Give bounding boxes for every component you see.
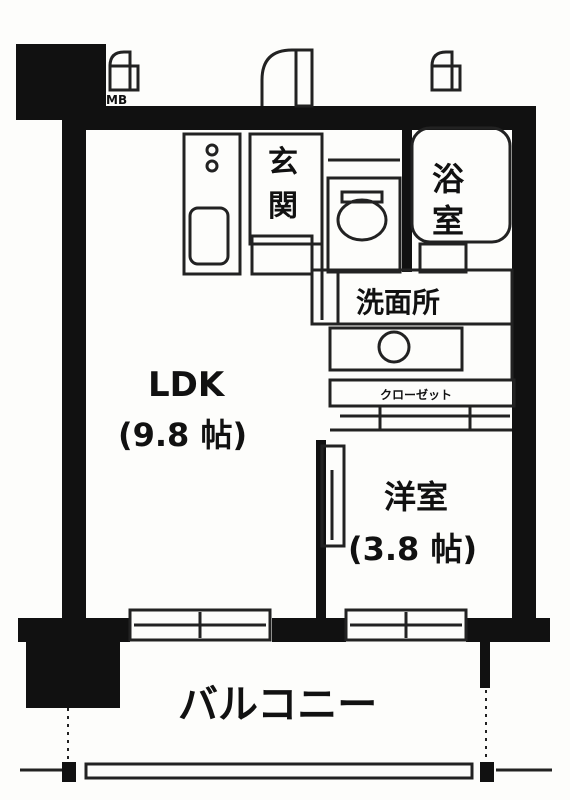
balcony-post-right	[480, 762, 494, 782]
bath-threshold	[418, 242, 468, 274]
ldk-window	[128, 608, 272, 642]
top-wall	[62, 106, 536, 130]
entrance-label-2: 関	[268, 189, 298, 224]
washroom-door	[310, 268, 340, 326]
right-wall	[512, 106, 536, 640]
mb-label: MB	[106, 93, 127, 107]
interior-lines	[20, 126, 552, 780]
entrance-step	[250, 234, 314, 276]
balcony-railing	[84, 762, 474, 780]
mb-door-left	[108, 50, 132, 90]
closet-label: クローゼット	[380, 387, 452, 402]
left-wall	[62, 106, 86, 640]
toilet-room	[326, 176, 402, 274]
bathtub	[410, 126, 512, 244]
western-room-label: 洋室	[384, 478, 448, 516]
wash-basin	[377, 330, 411, 364]
kitchen-sink	[188, 206, 230, 266]
balcony-post-left	[62, 762, 76, 782]
balcony-posts	[62, 642, 494, 782]
bedroom-door	[320, 444, 346, 548]
stove-burner-top	[205, 143, 219, 157]
bottom-wall-right	[466, 618, 550, 642]
mb-door-right-leaf	[430, 64, 462, 92]
wash-counter	[328, 326, 464, 372]
partition-post	[480, 642, 490, 688]
front-door-swing	[260, 48, 314, 106]
closet-box	[328, 378, 516, 408]
stove-burner-bottom	[205, 159, 219, 173]
ldk-size-label: (9.8 帖)	[118, 416, 247, 454]
room-labels: MB 玄 関 浴 室 洗面所 LDK (9.8 帖) クローゼット 洋室 (3.…	[106, 93, 477, 728]
bedroom-window	[344, 608, 468, 642]
western-room-size-label: (3.8 帖)	[348, 530, 477, 568]
mb-door-right	[430, 50, 454, 90]
bottom-wall-mid	[272, 618, 346, 642]
bath-label-2: 室	[432, 202, 464, 240]
kitchen-counter	[182, 132, 242, 276]
toilet-tank	[340, 190, 384, 204]
entrance-label-1: 玄	[268, 145, 298, 180]
exterior-walls	[16, 44, 550, 708]
balcony-dotted-lines	[67, 690, 487, 760]
front-door-leaf	[294, 48, 314, 108]
bath-label-1: 浴	[432, 160, 465, 198]
door-symbols	[108, 48, 462, 108]
corner-pillar	[26, 626, 120, 708]
balcony-label: バルコニー	[178, 682, 377, 728]
ldk-label: LDK	[148, 365, 226, 405]
toilet-bowl	[336, 198, 388, 242]
washroom-label: 洗面所	[356, 286, 440, 319]
bath-wall	[402, 106, 412, 272]
mb-door-left-leaf	[108, 64, 140, 92]
